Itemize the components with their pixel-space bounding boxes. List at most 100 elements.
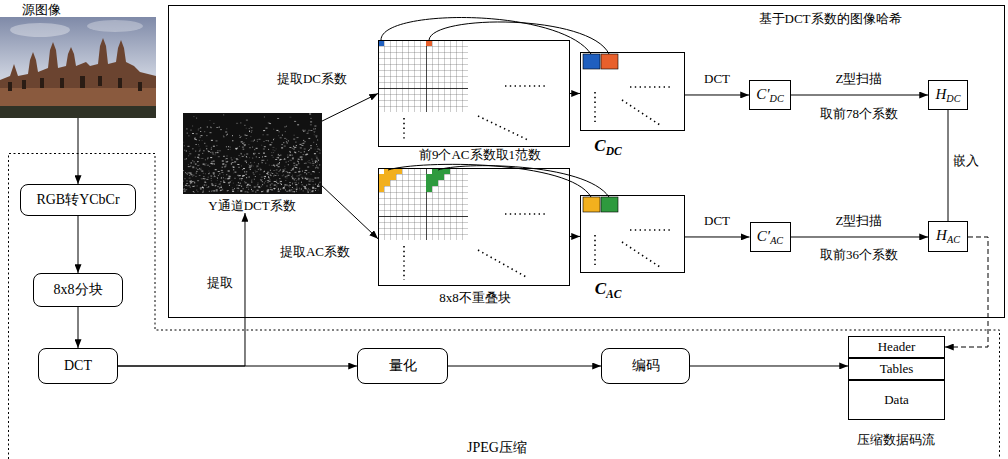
dct-coefficient-texture-part-part [305,141,306,142]
dct-coefficient-texture-part-part [234,161,236,162]
dct-coefficient-texture-part-part [286,191,288,192]
dct-coefficient-texture-part-part [255,156,257,157]
dct-coefficient-texture-part-part [246,138,247,139]
dct-coefficient-texture-part-part [222,189,223,190]
dct-coefficient-texture-part-part [262,181,263,182]
dct-coefficient-texture-part-part [203,188,204,189]
label-holder: Z型扫描 [834,211,885,229]
dct-coefficient-texture-part-part [310,148,312,149]
dct-coefficient-texture-part-part [210,120,211,121]
block-grid [378,40,570,147]
dct-coefficient-texture-part-part [281,147,283,148]
dct-coefficient-texture-part-part [233,173,234,174]
dct-coefficient-texture-part-part [192,167,194,168]
dct-coefficient-texture-part-part [274,138,275,139]
dct-coefficient-texture-part-part [276,169,277,170]
dct-coefficient-texture-part-part [246,185,248,186]
dct-coefficient-texture-part-part [192,167,194,168]
dct-coefficient-texture-part-part [278,166,280,167]
dct-coefficient-texture-part-part [297,176,298,177]
symbol-letter: C [594,136,605,155]
dct-coefficient-texture-part-part [192,133,194,134]
dct-coefficient-texture-part-part [215,183,217,184]
source-image: 源图像 [0,0,156,118]
dct-coefficient-texture-part-part [198,158,200,159]
dct-coefficient-texture-part-part [290,185,291,186]
dct-coefficient-texture-part-part [278,171,279,172]
dct-coefficient-texture-part-part [269,181,271,182]
dct-coefficient-texture-part-part [200,137,201,138]
dct-coefficient-texture-part-part [263,134,264,135]
dct-coefficient-texture-part-part [275,181,277,182]
dct-coefficient-texture-part-part [316,144,317,145]
dct-coefficient-texture-part-part [190,187,191,188]
dct-coefficient-texture-part-part [300,144,302,145]
dct-coefficient-texture-part-part [212,152,214,153]
dct-coefficient-texture-part-part [317,177,318,178]
dct-coefficient-texture-part-part [293,149,295,150]
dct-coefficient-texture-part-part [262,162,263,163]
dct-coefficient-texture-part-part [280,189,281,190]
dct-coefficient-texture-part-part [243,168,245,169]
coefficient-grid-part [378,40,468,112]
dct-coefficient-texture-part-part [287,172,288,173]
dct-coefficient-texture-part-part [252,147,253,148]
dct-coefficient-texture-part-part [296,187,297,188]
dct-coefficient-texture-part-part [235,178,236,179]
dct-coefficient-texture-part-part [313,142,314,143]
dct-coefficient-texture-part-part [289,187,290,188]
source-photo [0,17,156,118]
bitstream-field-shape: Data [848,380,945,420]
dct-coefficient-texture-part-part [240,122,241,123]
dct-coefficient-texture-part-part [205,165,206,166]
dct-coefficient-texture-part-part [268,122,270,123]
dct-coefficient-texture-part-part [234,167,235,168]
dct-coefficient-texture-part-part [298,180,300,181]
dct-coefficient-texture-part-part [286,162,287,163]
dct-coefficient-texture-part-part [209,166,210,167]
bitstream-field-shape: Tables [848,358,945,380]
dct-coefficient-texture-part-part [317,164,318,165]
dct-coefficient-texture-part-part [288,140,289,141]
symbol-letter: H [936,86,947,102]
dct-coefficient-texture-part-part [304,151,305,152]
coefficient-grid-part-part [378,168,468,240]
dct-coefficient-texture-part-part [241,153,242,154]
dct-coefficient-texture-part-part [276,169,277,170]
dct-coefficient-texture-part-part [215,185,216,186]
dct-coefficient-texture-part-part [312,163,314,164]
dct-coefficient-texture-part-part [293,178,295,179]
dct-coefficient-texture-part-part [253,166,254,167]
dct-coefficient-texture-part-part [252,158,253,159]
dct-coefficient-texture-part-part [310,124,312,125]
source-photo-part [22,80,26,89]
dct-coefficient-texture-part-part [232,191,234,192]
dct-coefficient-texture-part-part [240,137,241,138]
dct-coefficient-texture-part-part [229,177,230,178]
dct-coefficient-texture-part-part [245,135,246,136]
node-caption: CAC [595,279,622,298]
dct-coefficient-texture-part-part [314,134,315,135]
dct-coefficient-texture-part-part [273,149,274,150]
label-holder: 取前36个系数 [818,245,900,263]
dct-coefficient-texture-part-part [184,189,185,190]
dct-coefficient-texture-part-part [292,155,293,156]
flow-arrow [322,94,378,122]
dct-coefficient-texture-part-part [269,179,271,180]
dct-coefficient-texture-part-part [279,155,280,156]
dct-coefficient-texture-part-part [308,138,310,139]
dct-coefficient-texture-part-part [228,171,230,172]
dct-coefficient-texture-part-part [298,178,299,179]
dct-coefficient-texture-part-part [211,178,212,179]
dct-coefficient-texture-part-part [233,167,234,168]
dct-coefficient-texture-part-part [211,147,212,148]
source-photo-part [8,82,12,91]
dct-coefficient-texture-part-part [189,153,191,154]
dct-coefficient-texture-part-part [192,160,193,161]
dct-coefficient-texture-part-part [243,149,245,150]
dct-coefficient-texture-part-part [220,190,222,191]
dct-coefficient-texture-part-part [197,191,198,192]
label-holder: 基于DCT系数的图像哈希 [759,9,902,27]
dct-coefficient-texture-part-part [213,173,215,174]
dct-coefficient-texture-part-part [289,151,290,152]
